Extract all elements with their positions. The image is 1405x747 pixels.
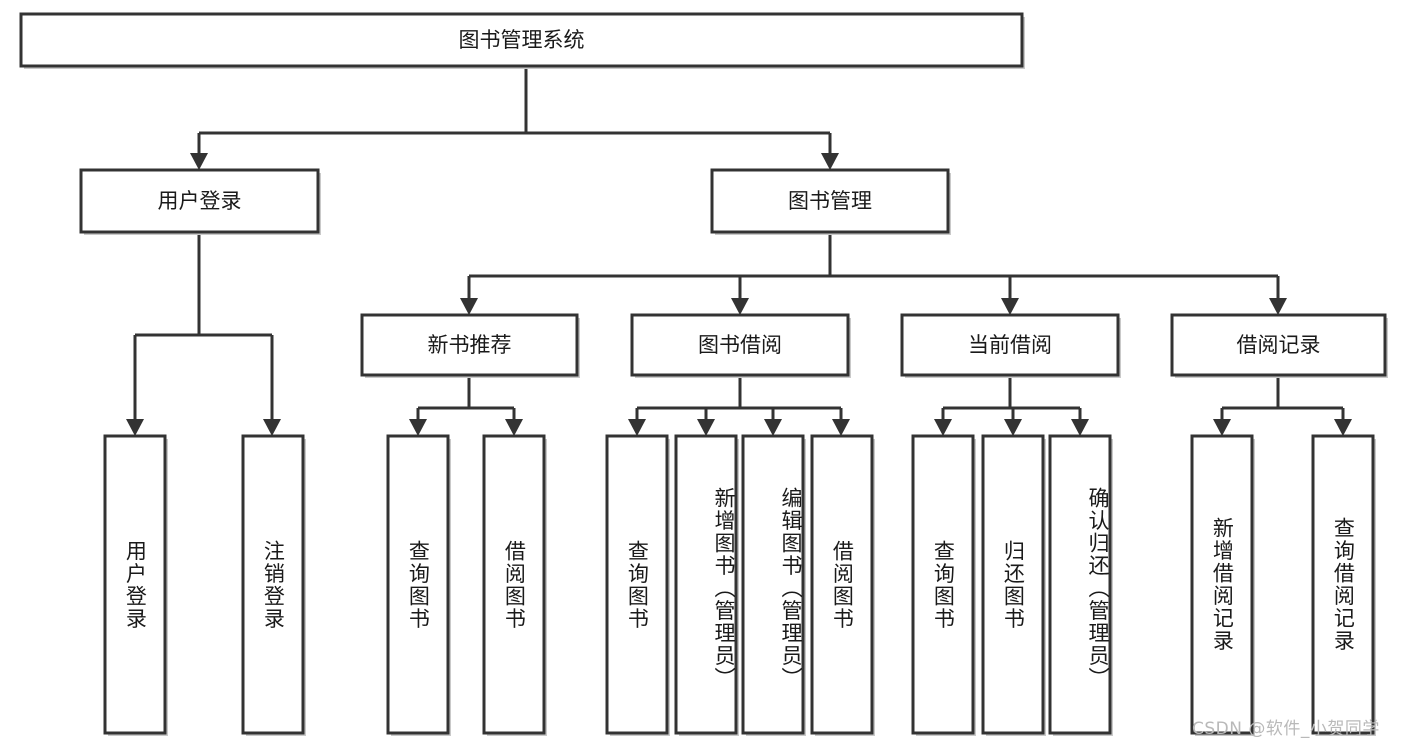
node-box-leaf-borrow-book[interactable] [810,434,874,735]
arrow-head [190,153,208,170]
arrow-head [1001,298,1019,315]
csdn-watermark: CSDN @软件_小贺同学 [1192,719,1380,739]
node-box-new-book-recommend[interactable] [360,313,579,377]
node-leaf-borrow-book-recommend[interactable] [482,434,547,736]
node-box-leaf-edit-book[interactable] [741,434,805,735]
arrow-head [764,419,782,436]
arrow-head [460,298,478,315]
arrow-head [1334,419,1352,436]
node-borrow-record[interactable] [1170,313,1388,378]
node-box-leaf-return-book[interactable] [981,434,1045,735]
node-label-book-borrow: 图书借阅 [698,333,782,357]
node-leaf-borrow-book[interactable] [810,434,875,736]
arrow-head [409,419,427,436]
node-box-leaf-add-borrow-record[interactable] [1190,434,1254,735]
node-leaf-add-borrow-record[interactable] [1190,434,1255,736]
node-user-login[interactable] [79,168,321,235]
node-leaf-query-book-current[interactable] [911,434,976,736]
node-leaf-edit-book[interactable] [741,434,806,736]
node-book-borrow[interactable] [630,313,851,378]
node-box-leaf-confirm-return[interactable] [1048,434,1112,735]
node-box-leaf-query-book-current[interactable] [911,434,975,735]
arrow-head [731,298,749,315]
node-book-management[interactable] [710,168,951,235]
node-root[interactable] [19,12,1025,69]
arrow-head [697,419,715,436]
node-leaf-user-login[interactable] [103,434,168,736]
node-box-user-login[interactable] [79,168,320,234]
node-box-leaf-user-logout[interactable] [241,434,305,735]
arrow-head [126,419,144,436]
node-box-borrow-record[interactable] [1170,313,1387,377]
node-leaf-return-book[interactable] [981,434,1046,736]
arrow-head [505,419,523,436]
arrow-head [1071,419,1089,436]
node-leaf-query-book-borrow[interactable] [605,434,670,736]
node-box-book-management[interactable] [710,168,950,234]
node-box-leaf-user-login[interactable] [103,434,167,735]
node-box-leaf-query-book-borrow[interactable] [605,434,669,735]
node-box-leaf-query-book-recommend[interactable] [386,434,450,735]
node-leaf-user-logout[interactable] [241,434,306,736]
arrow-head [263,419,281,436]
node-box-leaf-query-borrow-record[interactable] [1311,434,1375,735]
arrow-head [1004,419,1022,436]
boxes-layer [19,12,1388,736]
node-leaf-query-borrow-record[interactable] [1311,434,1376,736]
arrow-head [1269,298,1287,315]
node-label-borrow-record: 借阅记录 [1237,333,1321,357]
arrow-head [1213,419,1231,436]
node-label-user-login: 用户登录 [158,189,242,213]
node-box-book-borrow[interactable] [630,313,850,377]
node-box-current-borrow[interactable] [900,313,1120,377]
node-leaf-confirm-return[interactable] [1048,434,1113,736]
arrow-head [934,419,952,436]
node-leaf-query-book-recommend[interactable] [386,434,451,736]
node-current-borrow[interactable] [900,313,1121,378]
arrow-head [628,419,646,436]
node-label-book-management: 图书管理 [788,189,872,213]
arrow-head [832,419,850,436]
node-box-leaf-add-book[interactable] [674,434,738,735]
node-label-root: 图书管理系统 [459,28,585,52]
node-new-book-recommend[interactable] [360,313,580,378]
node-label-new-book-recommend: 新书推荐 [428,333,512,357]
node-leaf-add-book[interactable] [674,434,739,736]
arrow-head [821,153,839,170]
node-label-current-borrow: 当前借阅 [968,333,1052,357]
connectors-layer [126,66,1352,436]
node-box-leaf-borrow-book-recommend[interactable] [482,434,546,735]
node-box-root[interactable] [19,12,1024,68]
